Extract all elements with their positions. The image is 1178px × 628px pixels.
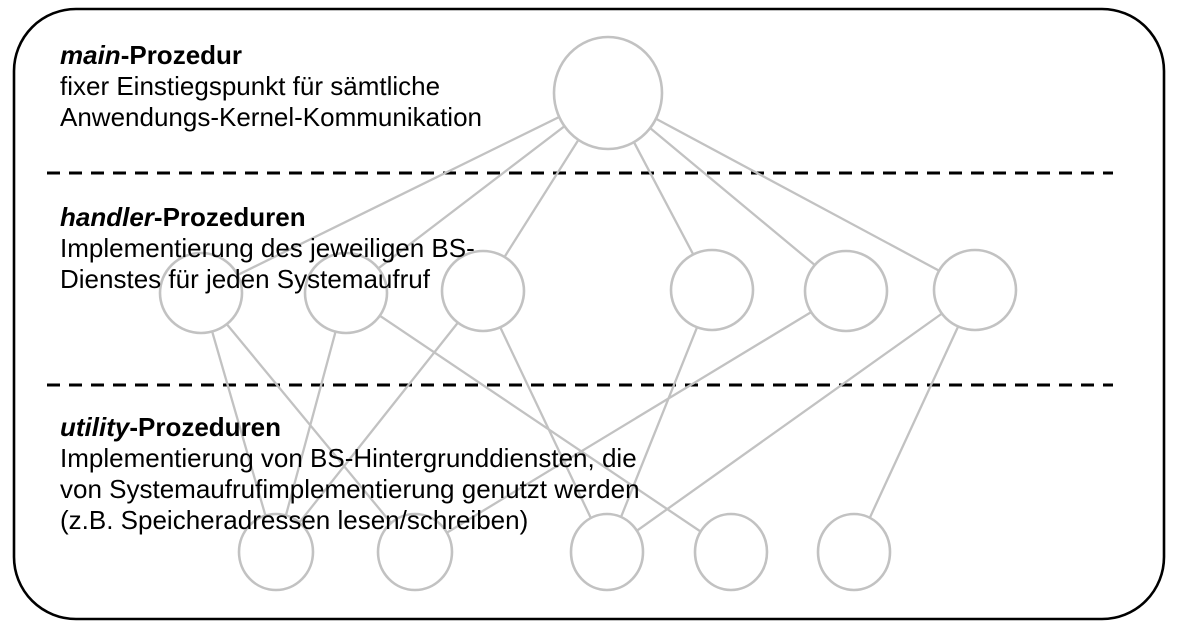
section-utility-desc-line3: (z.B. Speicheradressen lesen/schreiben) — [60, 505, 529, 535]
section-title-utility-italic: utility — [60, 412, 130, 442]
edge-h1-u1 — [199, 292, 278, 553]
section-title-main: main-Prozedur — [60, 40, 482, 71]
section-title-main-rest: -Prozedur — [120, 40, 243, 70]
section-handler-desc-line1: Implementierung des jeweiligen BS- — [60, 233, 475, 263]
node-h2 — [303, 251, 389, 335]
edge-h6-u3 — [606, 289, 976, 553]
node-u2 — [376, 512, 454, 592]
section-title-handler: handler-Prozeduren — [60, 202, 475, 233]
edge-h6-u5 — [852, 289, 977, 553]
frame-border — [12, 7, 1166, 621]
edge-h5-u2 — [414, 290, 847, 553]
section-title-handler-italic: handler — [60, 202, 154, 232]
edge-h2-u1 — [274, 292, 348, 553]
node-h3 — [440, 249, 526, 333]
node-u5 — [816, 512, 892, 592]
section-handler-desc-line2: Dienstes für jeden Systemaufruf — [60, 264, 430, 294]
node-h4 — [669, 248, 755, 332]
section-title-main-italic: main — [60, 40, 121, 70]
section-title-utility: utility-Prozeduren — [60, 412, 640, 443]
edge-main-h1 — [200, 91, 609, 295]
edge-main-h6 — [607, 91, 976, 292]
node-h6 — [932, 248, 1018, 332]
edge-h1-u2 — [200, 292, 416, 553]
section-utility: utility-Prozeduren Implementierung von B… — [60, 412, 640, 536]
section-title-utility-rest: -Prozeduren — [129, 412, 282, 442]
node-u3 — [569, 512, 645, 592]
node-h5 — [803, 249, 889, 333]
edge-h3-u3 — [481, 290, 609, 553]
section-main-desc-line2: Anwendungs-Kernel-Kommunikation — [60, 102, 483, 132]
node-h1 — [158, 251, 244, 335]
section-main: main-Prozedur fixer Einstiegspunkt für s… — [60, 40, 482, 133]
node-u1 — [237, 512, 315, 592]
node-u4 — [693, 512, 769, 592]
section-utility-desc-line2: von Systemaufrufimplementierung genutzt … — [60, 474, 640, 504]
section-utility-desc-line1: Implementierung von BS-Hintergrunddienst… — [60, 443, 637, 473]
section-main-desc-line1: fixer Einstiegspunkt für sämtliche — [60, 71, 441, 101]
edge-h3-u1 — [275, 290, 484, 553]
section-title-handler-rest: -Prozeduren — [153, 202, 306, 232]
section-handler: handler-Prozeduren Implementierung des j… — [60, 202, 475, 295]
edge-h4-u3 — [605, 289, 714, 553]
node-main — [552, 35, 664, 151]
